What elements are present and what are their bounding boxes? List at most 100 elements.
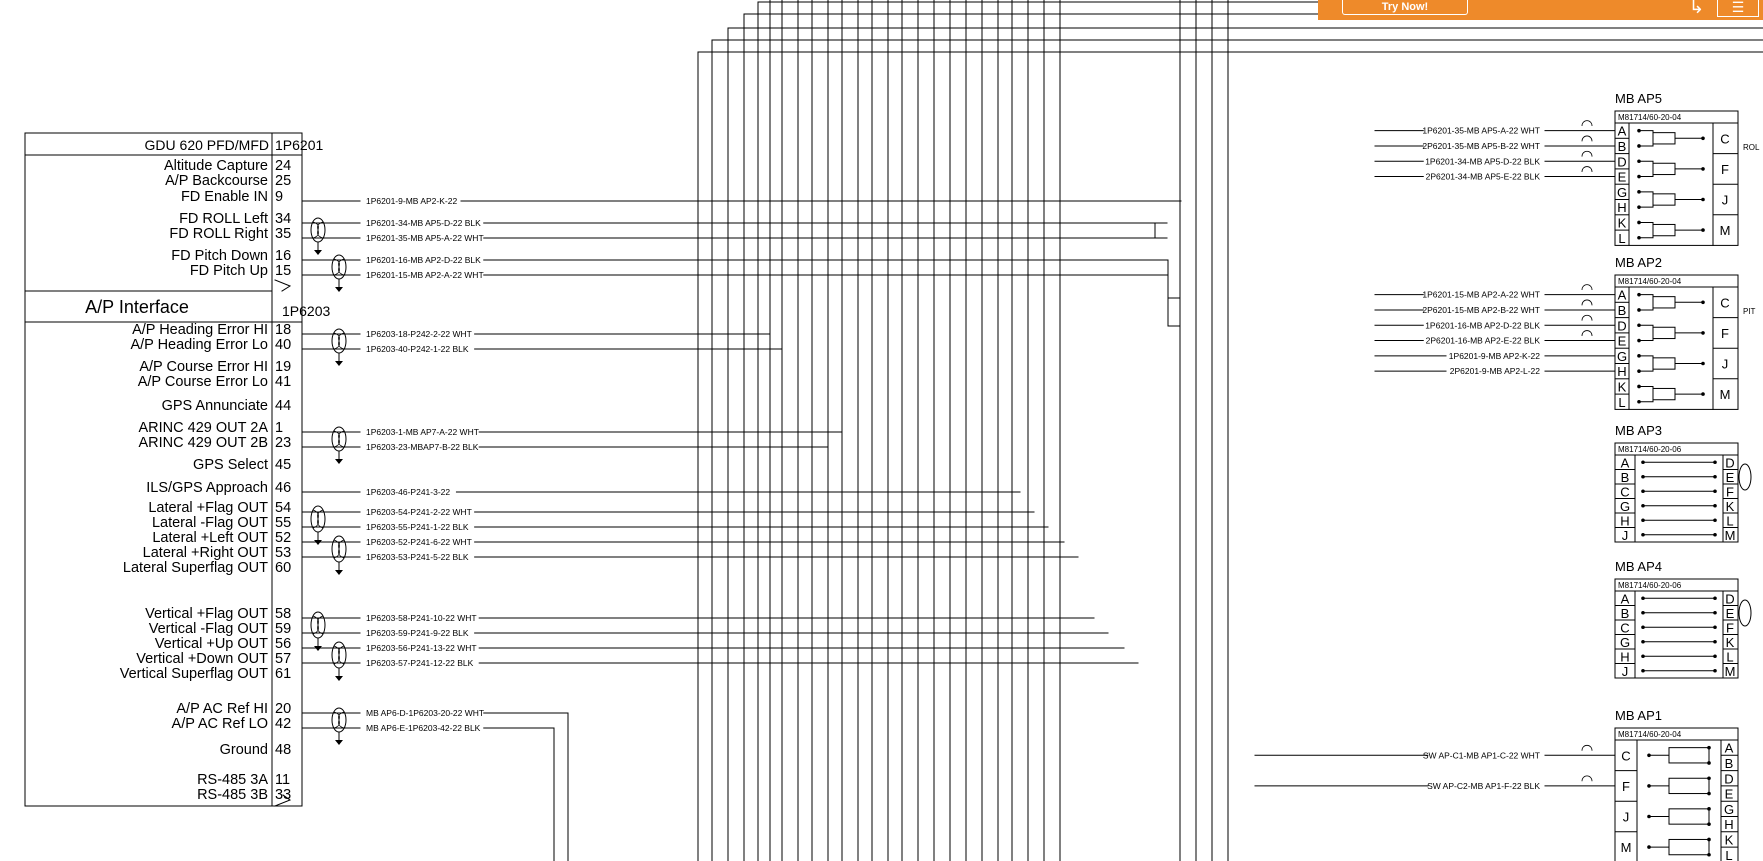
jumper: [1638, 130, 1654, 147]
twist-glyph: [333, 332, 345, 350]
wire-label: 2P6201-35-MB AP5-B-22 WHT: [1422, 141, 1540, 151]
relay-coil: [1668, 777, 1710, 795]
pin-label: FD ROLL Left: [179, 211, 268, 227]
jumper: [1638, 221, 1654, 239]
gdu-title: GDU 620 PFD/MFD: [145, 137, 269, 153]
relay-coil: [1652, 132, 1676, 145]
pin-label: ILS/GPS Approach: [146, 480, 268, 496]
pin-letter: B: [1618, 139, 1627, 154]
pin-letter: G: [1724, 802, 1734, 817]
promo-banner: Try Now! ↳ ☰: [1318, 0, 1763, 20]
pin-dot: [1713, 610, 1717, 615]
pin-letter: E: [1726, 606, 1735, 621]
shield-icon: [1581, 120, 1593, 127]
arrow-icon[interactable]: ↳: [1689, 0, 1705, 17]
pin-dot: [1701, 331, 1705, 335]
pin-number: 20: [275, 701, 291, 717]
jumper: [1638, 191, 1654, 208]
pin-letter: H: [1620, 513, 1629, 528]
connector-name: MB AP1: [1615, 708, 1662, 723]
connector-name: MB AP4: [1615, 559, 1662, 574]
pin-letter: K: [1725, 832, 1734, 847]
twisted-pair-icon: [1738, 599, 1752, 627]
pin-letter: M: [1621, 840, 1632, 855]
wire: [483, 222, 1168, 239]
side-label: ROL: [1743, 143, 1760, 152]
pin-letter: D: [1725, 591, 1734, 606]
pin-letter: B: [1621, 470, 1630, 485]
wire-label: 1P6201-9-MB AP2-K-22: [1449, 351, 1540, 361]
pin-label: Ground: [220, 742, 268, 758]
pin-number: 52: [275, 530, 291, 546]
menu-icon[interactable]: ☰: [1717, 0, 1759, 17]
pin-number: 1: [275, 420, 283, 436]
pin-dot: [1713, 668, 1717, 673]
pin-dot: [1641, 518, 1645, 523]
wire: [483, 274, 1181, 299]
wire-label: 1P6201-34-MB AP5-D-22 BLK: [366, 218, 481, 228]
pin-letter: L: [1726, 513, 1733, 528]
pin-label: A/P Backcourse: [165, 173, 268, 189]
pin-number: 53: [275, 545, 291, 561]
pin-label: Vertical +Down OUT: [136, 651, 268, 667]
pin-dot: [1641, 654, 1645, 659]
relay-coil: [1652, 296, 1676, 309]
pin-label: ARINC 429 OUT 2A: [139, 420, 269, 436]
pin-letter: H: [1620, 649, 1629, 664]
pin-number: 46: [275, 480, 291, 496]
shield-icon: [1581, 744, 1593, 751]
wire: [483, 727, 555, 861]
pin-label: Altitude Capture: [164, 158, 268, 174]
try-now-button[interactable]: Try Now!: [1342, 0, 1468, 15]
notch-mark: [274, 794, 292, 807]
wire: [483, 259, 1181, 327]
part-number: M81714/60-20-04: [1618, 277, 1682, 286]
pin-letter: C: [1620, 620, 1629, 635]
connector-1p6201: 1P6201: [275, 137, 323, 153]
wire-label: 1P6201-15-MB AP2-A-22 WHT: [366, 270, 484, 280]
pin-dot: [1713, 654, 1717, 659]
pin-number: 61: [275, 666, 291, 682]
jumper: [1638, 385, 1654, 403]
shield-icon: [1581, 135, 1593, 142]
pin-letter: L: [1618, 395, 1625, 410]
pin-label: A/P AC Ref LO: [172, 716, 268, 732]
wire-label: 1P6203-52-P241-6-22 WHT: [366, 537, 472, 547]
pin-letter: E: [1618, 334, 1627, 349]
pin-label: Lateral +Left OUT: [152, 530, 268, 546]
pin-dot: [1713, 518, 1717, 523]
pin-label: Lateral Superflag OUT: [123, 560, 268, 576]
pin-dot: [1641, 460, 1645, 465]
pin-number: 34: [275, 211, 291, 227]
pin-label: A/P AC Ref HI: [176, 701, 268, 717]
pin-letter: M: [1720, 223, 1731, 238]
notch-mark: [274, 279, 292, 292]
pin-dot: [1641, 489, 1645, 494]
pin-letter: M: [1725, 528, 1736, 543]
pin-dot: [1701, 167, 1705, 171]
wire-label: 1P6201-34-MB AP5-D-22 BLK: [1425, 156, 1540, 166]
pin-number: 41: [275, 374, 291, 390]
wire-label: 1P6203-53-P241-5-22 BLK: [366, 552, 469, 562]
shield-icon: [1581, 314, 1593, 321]
pin-label: Vertical +Flag OUT: [145, 606, 268, 622]
pin-label: Lateral +Right OUT: [143, 545, 268, 561]
wire-label: 1P6203-55-P241-1-22 BLK: [366, 522, 469, 532]
pin-label: Vertical Superflag OUT: [120, 666, 268, 682]
pin-number: 56: [275, 636, 291, 652]
relay-coil: [1668, 838, 1710, 856]
pin-number: 44: [275, 398, 291, 414]
pin-number: 11: [275, 772, 290, 788]
wire-label: 1P6201-16-MB AP2-D-22 BLK: [1425, 320, 1540, 330]
connector-mb-ap2: MB AP2M81714/60-20-04ABDEGHKLCFJMPIT1P62…: [1374, 255, 1756, 410]
jumper: [1638, 294, 1654, 311]
wire-label: 1P6201-16-MB AP2-D-22 BLK: [366, 255, 481, 265]
pin-label: FD Pitch Down: [171, 248, 268, 264]
pin-label: GPS Select: [193, 457, 268, 473]
pin-letter: F: [1721, 326, 1729, 341]
wire-label: 1P6201-35-MB AP5-A-22 WHT: [1422, 126, 1540, 136]
pin-letter: J: [1722, 193, 1729, 208]
pin-grid: [1614, 739, 1739, 861]
